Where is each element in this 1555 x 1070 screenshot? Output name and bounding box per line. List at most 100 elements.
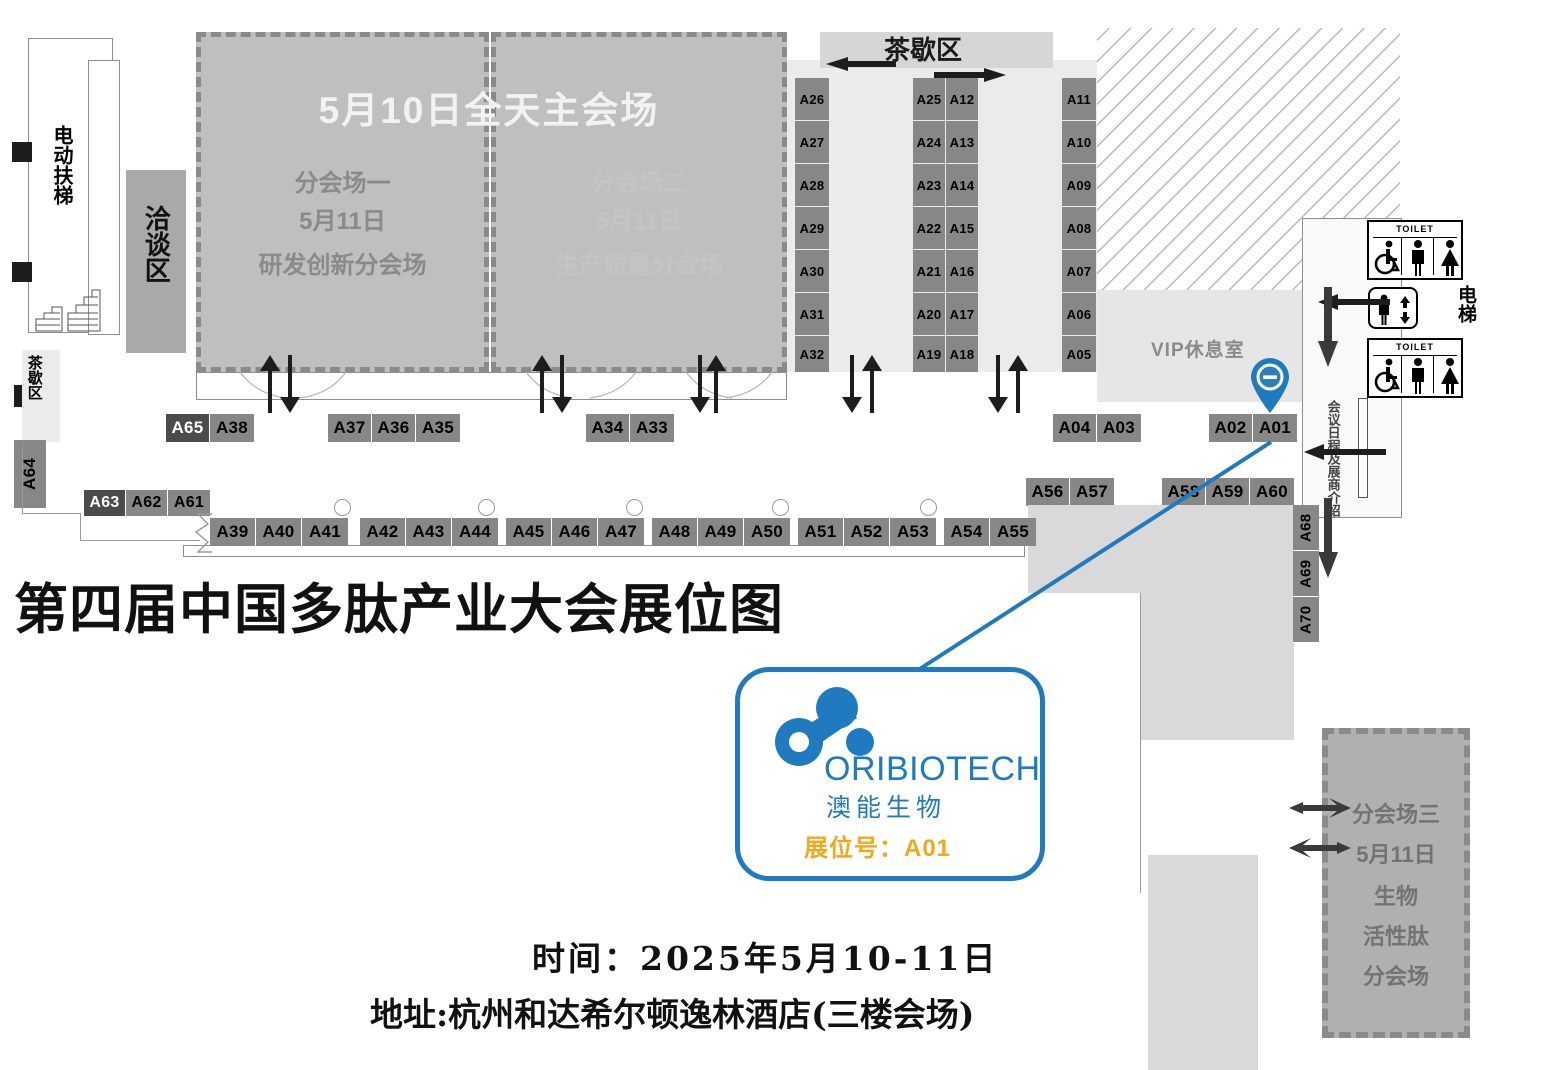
pillar-2 [478, 499, 495, 516]
corridor-wall-left-riser [80, 513, 81, 541]
booth-A44[interactable]: A44 [452, 518, 498, 546]
toilet-sep-4 [1433, 356, 1434, 393]
booth-A10[interactable]: A10 [1062, 121, 1096, 164]
booth-A38[interactable]: A38 [210, 414, 254, 442]
exhibitor-booth-number: 展位号：A01 [804, 828, 951, 863]
booth-A54[interactable]: A54 [944, 518, 990, 546]
toilet-divider-top [1373, 237, 1457, 238]
booth-A17[interactable]: A17 [946, 293, 978, 336]
booth-A02[interactable]: A02 [1209, 414, 1253, 442]
booth-A55[interactable]: A55 [990, 518, 1036, 546]
booth-A06[interactable]: A06 [1062, 293, 1096, 336]
booth-A11[interactable]: A11 [1062, 78, 1096, 121]
booth-A48[interactable]: A48 [652, 518, 698, 546]
corridor-down-arrow [1318, 287, 1338, 367]
booth-A39[interactable]: A39 [210, 518, 256, 546]
location-pin-icon[interactable] [1249, 356, 1291, 414]
corridor-wall-left-bottom [22, 513, 80, 514]
booth-A65[interactable]: A65 [166, 414, 210, 442]
booth-A61[interactable]: A61 [168, 490, 210, 516]
escalator-shaft [88, 60, 120, 335]
hall-one-date: 5月11日 [299, 208, 386, 235]
booth-A41[interactable]: A41 [302, 518, 348, 546]
service-block-foot [1148, 855, 1258, 1070]
booth-A35[interactable]: A35 [416, 414, 460, 442]
exhibitor-brand-name: ORIBIOTECH [824, 750, 1041, 788]
booth-A04[interactable]: A04 [1053, 414, 1097, 442]
booth-A01[interactable]: A01 [1253, 414, 1297, 442]
booth-A22[interactable]: A22 [913, 207, 945, 250]
booth-A45[interactable]: A45 [506, 518, 552, 546]
booth-A27[interactable]: A27 [795, 121, 829, 164]
hall-three-name: 分会场三 [1351, 802, 1440, 827]
booth-A62[interactable]: A62 [126, 490, 168, 516]
hall-three-block [1322, 728, 1470, 1038]
corridor-wall-left-foot [80, 540, 200, 541]
stairs-icon [35, 289, 101, 332]
booth-A20[interactable]: A20 [913, 293, 945, 336]
booth-A05[interactable]: A05 [1062, 336, 1096, 372]
booth-A24[interactable]: A24 [913, 121, 945, 164]
booth-A37[interactable]: A37 [328, 414, 372, 442]
booth-A33[interactable]: A33 [630, 414, 674, 442]
booth-A19[interactable]: A19 [913, 336, 945, 372]
booth-A13[interactable]: A13 [946, 121, 978, 164]
booth-A59[interactable]: A59 [1206, 478, 1250, 506]
booth-A15[interactable]: A15 [946, 207, 978, 250]
booth-A03[interactable]: A03 [1097, 414, 1141, 442]
booth-A47[interactable]: A47 [598, 518, 644, 546]
booth-A57[interactable]: A57 [1070, 478, 1114, 506]
booth-A60[interactable]: A60 [1250, 478, 1294, 506]
booth-A18[interactable]: A18 [946, 336, 978, 372]
aisle-arrows-4 [842, 355, 882, 413]
booth-A14[interactable]: A14 [946, 164, 978, 207]
pillar-3 [626, 499, 643, 516]
booth-A56[interactable]: A56 [1026, 478, 1070, 506]
booth-A21[interactable]: A21 [913, 250, 945, 293]
booth-A29[interactable]: A29 [795, 207, 829, 250]
hall-door-strip [196, 372, 787, 400]
booth-A42[interactable]: A42 [360, 518, 406, 546]
booth-A52[interactable]: A52 [844, 518, 890, 546]
toilet-sep-3 [1401, 356, 1402, 393]
booth-A26[interactable]: A26 [795, 78, 829, 121]
booth-A16[interactable]: A16 [946, 250, 978, 293]
booth-A34[interactable]: A34 [586, 414, 630, 442]
booth-A53[interactable]: A53 [890, 518, 936, 546]
hall-door-swings [239, 371, 773, 399]
booth-A43[interactable]: A43 [406, 518, 452, 546]
exhibitor-callout-card[interactable]: ORIBIOTECH 澳能生物 展位号：A01 [735, 667, 1045, 881]
escalator-marker-top [12, 142, 32, 162]
booth-A32[interactable]: A32 [795, 336, 829, 372]
exhibitor-brand-name-cn: 澳能生物 [826, 794, 947, 822]
booth-A49[interactable]: A49 [698, 518, 744, 546]
booth-A09[interactable]: A09 [1062, 164, 1096, 207]
booth-A23[interactable]: A23 [913, 164, 945, 207]
elevator-arrows-icon [1400, 296, 1410, 324]
agenda-pointer-arrow [1304, 444, 1386, 460]
booth-A12[interactable]: A12 [946, 78, 978, 121]
booth-A31[interactable]: A31 [795, 293, 829, 336]
booth-A08[interactable]: A08 [1062, 207, 1096, 250]
booth-A46[interactable]: A46 [552, 518, 598, 546]
vip-lounge-label: VIP休息室 [1151, 340, 1245, 361]
booth-number-label: 展位号： [804, 835, 904, 862]
booth-A30[interactable]: A30 [795, 250, 829, 293]
hall-two-topic: 生产质量分会场 [555, 252, 723, 279]
booth-A07[interactable]: A07 [1062, 250, 1096, 293]
booth-A40[interactable]: A40 [256, 518, 302, 546]
booth-A63[interactable]: A63 [84, 490, 126, 516]
booth-A50[interactable]: A50 [744, 518, 790, 546]
escalator-marker-bottom [12, 262, 32, 282]
lower-aisle-zigzag [194, 513, 212, 553]
booth-A28[interactable]: A28 [795, 164, 829, 207]
toilet-caption-bottom: TOILET [1396, 342, 1434, 352]
booth-A58[interactable]: A58 [1162, 478, 1206, 506]
service-block-L-stem [1140, 505, 1294, 740]
booth-A51[interactable]: A51 [798, 518, 844, 546]
booth-A36[interactable]: A36 [372, 414, 416, 442]
booth-A25[interactable]: A25 [913, 78, 945, 121]
oribiotech-logo-icon [775, 687, 874, 766]
male-icon [1412, 358, 1424, 394]
